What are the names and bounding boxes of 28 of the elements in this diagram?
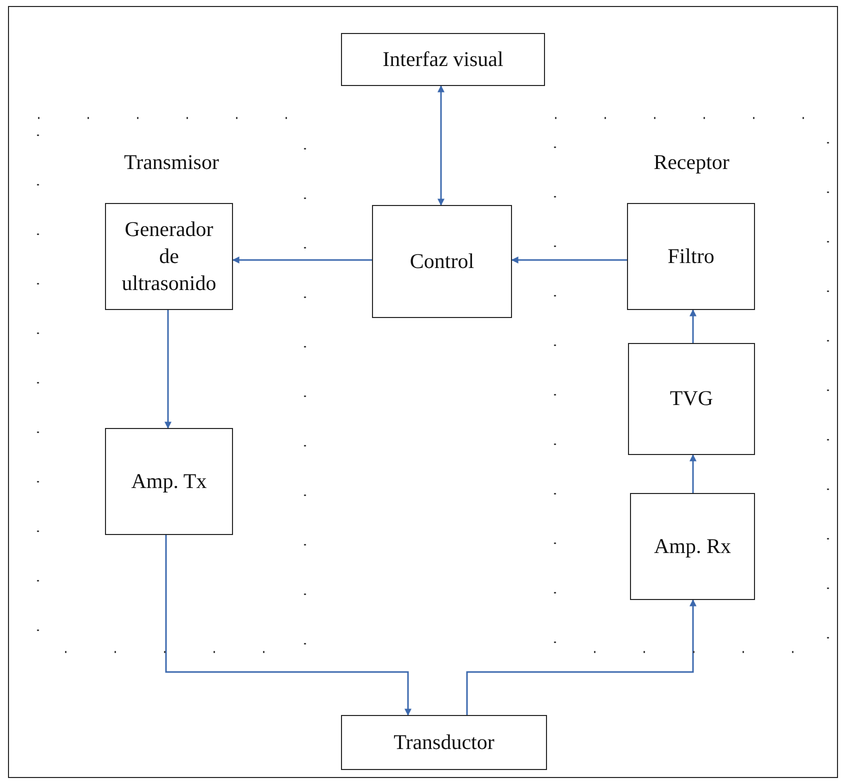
arrow xyxy=(232,256,372,264)
arrow xyxy=(466,599,696,715)
block-box xyxy=(341,715,547,770)
arrow xyxy=(165,535,412,716)
block-box xyxy=(628,343,755,455)
dotted-region xyxy=(38,118,305,652)
block-label: TVG xyxy=(670,385,714,412)
block-label: Amp. Tx xyxy=(131,468,207,495)
arrow xyxy=(690,309,696,343)
arrow xyxy=(511,256,627,264)
arrow xyxy=(164,310,172,429)
block-box xyxy=(627,203,755,310)
arrow xyxy=(438,85,444,206)
region-heading: Transmisor xyxy=(123,150,220,175)
arrow xyxy=(690,454,696,493)
block-label: Transductor xyxy=(394,728,494,756)
block-box xyxy=(372,205,512,318)
block-label: Filtro xyxy=(668,242,714,270)
region-heading: Receptor xyxy=(652,150,730,175)
block-box xyxy=(630,493,755,600)
block-box xyxy=(105,203,233,310)
block-label: Control xyxy=(410,248,474,275)
block-label: Generador de ultrasonido xyxy=(120,216,218,298)
block-label: Interfaz visual xyxy=(382,46,504,73)
block-box xyxy=(105,428,233,535)
block-box xyxy=(341,33,545,86)
block-label: Amp. Rx xyxy=(654,532,731,560)
dotted-region xyxy=(555,118,828,652)
